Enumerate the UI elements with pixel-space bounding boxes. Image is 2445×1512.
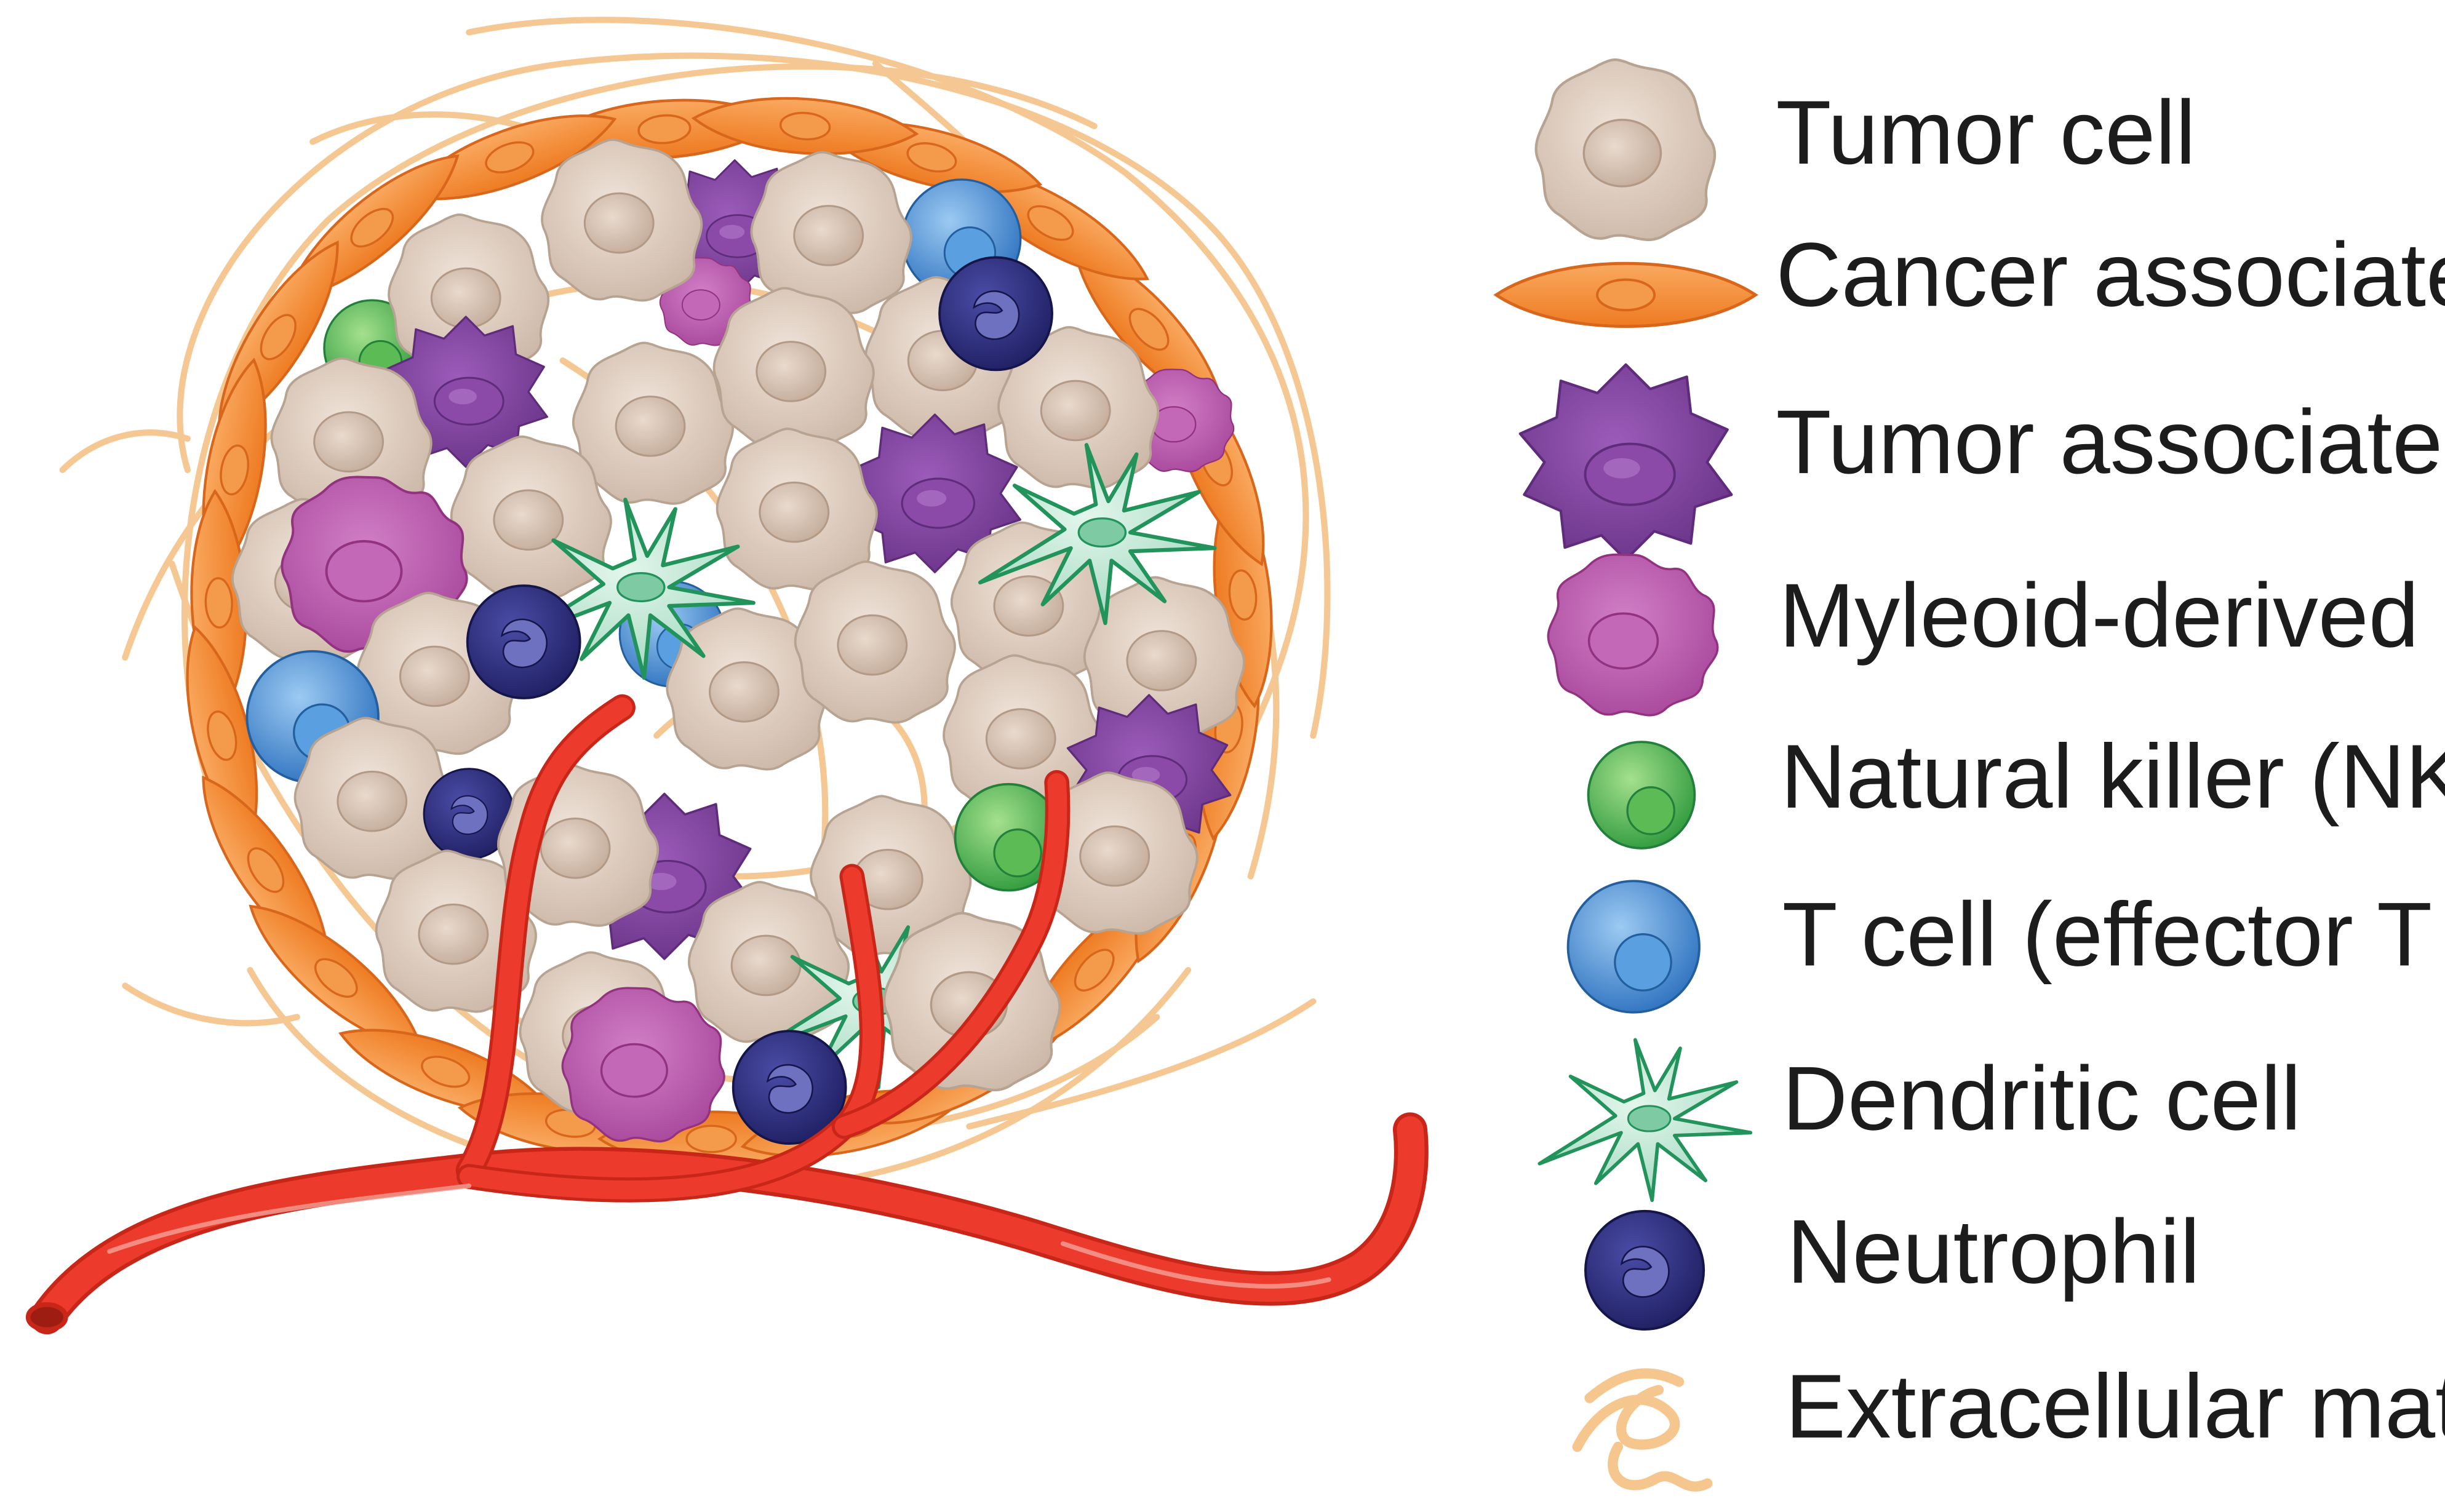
- ecm-icon: [1577, 1374, 1707, 1487]
- legend-item-caf: Cancer associated fibroblast (CAF): [1496, 225, 2445, 326]
- legend-label: Tumor cell: [1776, 82, 2195, 183]
- legend-item-neutrophil: Neutrophil: [1585, 1201, 2200, 1329]
- caf-icon: [1496, 263, 1756, 326]
- legend-label: Tumor associated macrophage (TAM): [1776, 392, 2445, 493]
- legend-item-nk: Natural killer (NK) cell: [1587, 726, 2445, 850]
- legend-label: Myleoid-derived suppressor cell (MDSC): [1779, 565, 2445, 666]
- legend-label: Extracellular matrix (ECM): [1785, 1356, 2445, 1457]
- tumor-cell-icon: [1536, 60, 1715, 240]
- legend-item-tam: Tumor associated macrophage (TAM): [1520, 365, 2445, 560]
- blood-vessel: [25, 694, 1429, 1335]
- legend-item-dendritic: Dendritic cell: [1539, 1040, 2301, 1200]
- legend-label: T cell (effector T cells and Treg cells): [1782, 884, 2445, 985]
- legend-label: Neutrophil: [1787, 1201, 2200, 1302]
- legend-item-tumor: Tumor cell: [1536, 60, 2196, 240]
- legend-label: Cancer associated fibroblast (CAF): [1776, 225, 2445, 325]
- legend-item-t-cell: T cell (effector T cells and Treg cells): [1566, 880, 2445, 1014]
- legend-label: Natural killer (NK) cell: [1781, 726, 2445, 827]
- neutrophil-icon: [1585, 1211, 1704, 1329]
- legend-label: Dendritic cell: [1782, 1048, 2302, 1149]
- legend-item-ecm: Extracellular matrix (ECM): [1577, 1356, 2445, 1487]
- tam-icon: [1520, 365, 1732, 560]
- t-cell-icon: [1566, 880, 1701, 1014]
- legend-item-mdsc: Myleoid-derived suppressor cell (MDSC): [1547, 553, 2445, 717]
- nk-cell-icon: [1587, 741, 1696, 850]
- tumor-illustration: [25, 17, 1429, 1335]
- mdsc-icon: [1547, 553, 1719, 717]
- legend: Tumor cell Cancer associated fibroblast …: [1496, 60, 2445, 1487]
- dendritic-cell-icon: [1539, 1040, 1750, 1200]
